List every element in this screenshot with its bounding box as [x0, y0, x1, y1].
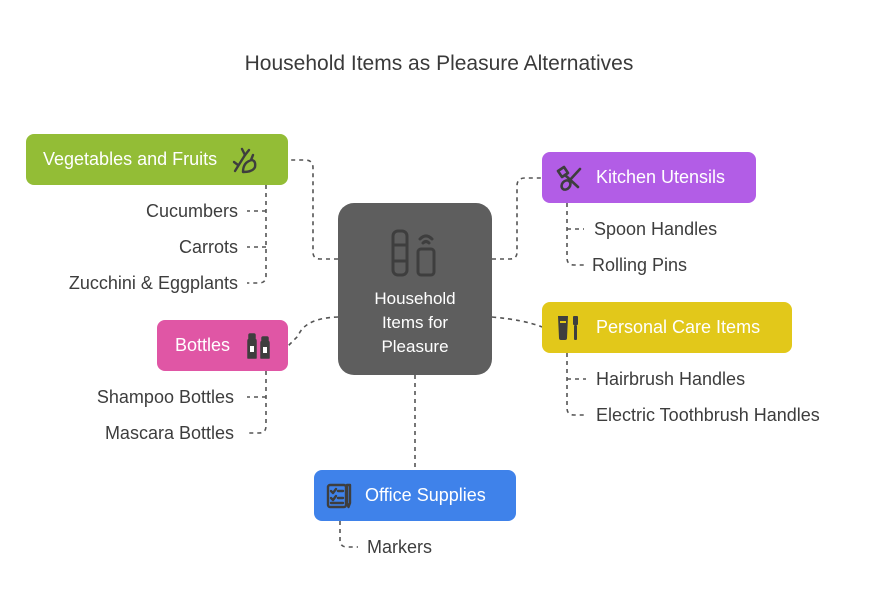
- toothbrush-icon: [558, 315, 578, 340]
- checklist-pen-icon: [326, 483, 352, 508]
- category-kitchen-utensils[interactable]: Kitchen Utensils: [542, 152, 756, 203]
- leaf-carrots: Carrots: [178, 237, 238, 257]
- category-label: Personal Care Items: [596, 317, 761, 337]
- category-office-supplies[interactable]: Office Supplies: [314, 470, 516, 521]
- center-node: Household Items for Pleasure: [338, 203, 492, 375]
- leaf-spoon-handles: Spoon Handles: [594, 219, 718, 239]
- center-label: Household Items for Pleasure: [374, 289, 456, 356]
- link-center-personal: [491, 316, 543, 328]
- category-bottles[interactable]: Bottles: [157, 320, 288, 371]
- leaf-zucchini-eggplants: Zucchini & Eggplants: [68, 273, 238, 293]
- link-kit-items: [566, 203, 584, 266]
- leaf-mascara-bottles: Mascara Bottles: [104, 423, 234, 443]
- leaf-electric-toothbrush-handles: Electric Toothbrush Handles: [596, 405, 820, 425]
- leaf-hairbrush-handles: Hairbrush Handles: [596, 369, 746, 389]
- category-label: Vegetables and Fruits: [43, 149, 218, 169]
- leaf-cucumbers: Cucumbers: [145, 201, 238, 221]
- leaf-rolling-pins: Rolling Pins: [592, 255, 688, 275]
- link-bot-items: [247, 371, 267, 434]
- leaf-markers: Markers: [367, 537, 433, 557]
- link-center-vegetables: [288, 159, 338, 260]
- utensils-icon: [556, 165, 582, 191]
- leaf-shampoo-bottles: Shampoo Bottles: [96, 387, 234, 407]
- link-per-items: [566, 353, 586, 416]
- bottles-icon: [247, 332, 270, 359]
- category-label: Bottles: [175, 335, 231, 355]
- category-label: Kitchen Utensils: [596, 167, 726, 187]
- bottle-and-device-icon: [391, 229, 436, 277]
- link-center-kitchen: [492, 177, 542, 260]
- category-personal-care-items[interactable]: Personal Care Items: [542, 302, 792, 353]
- category-label: Office Supplies: [365, 485, 486, 505]
- diagram-title: Household Items as Pleasure Alternatives: [244, 52, 634, 75]
- link-veg-items: [247, 185, 267, 284]
- category-vegetables-and-fruits[interactable]: Vegetables and Fruits: [26, 134, 288, 185]
- link-center-bottles: [287, 316, 339, 347]
- produce-icon: [232, 147, 257, 173]
- link-off-items: [339, 521, 358, 548]
